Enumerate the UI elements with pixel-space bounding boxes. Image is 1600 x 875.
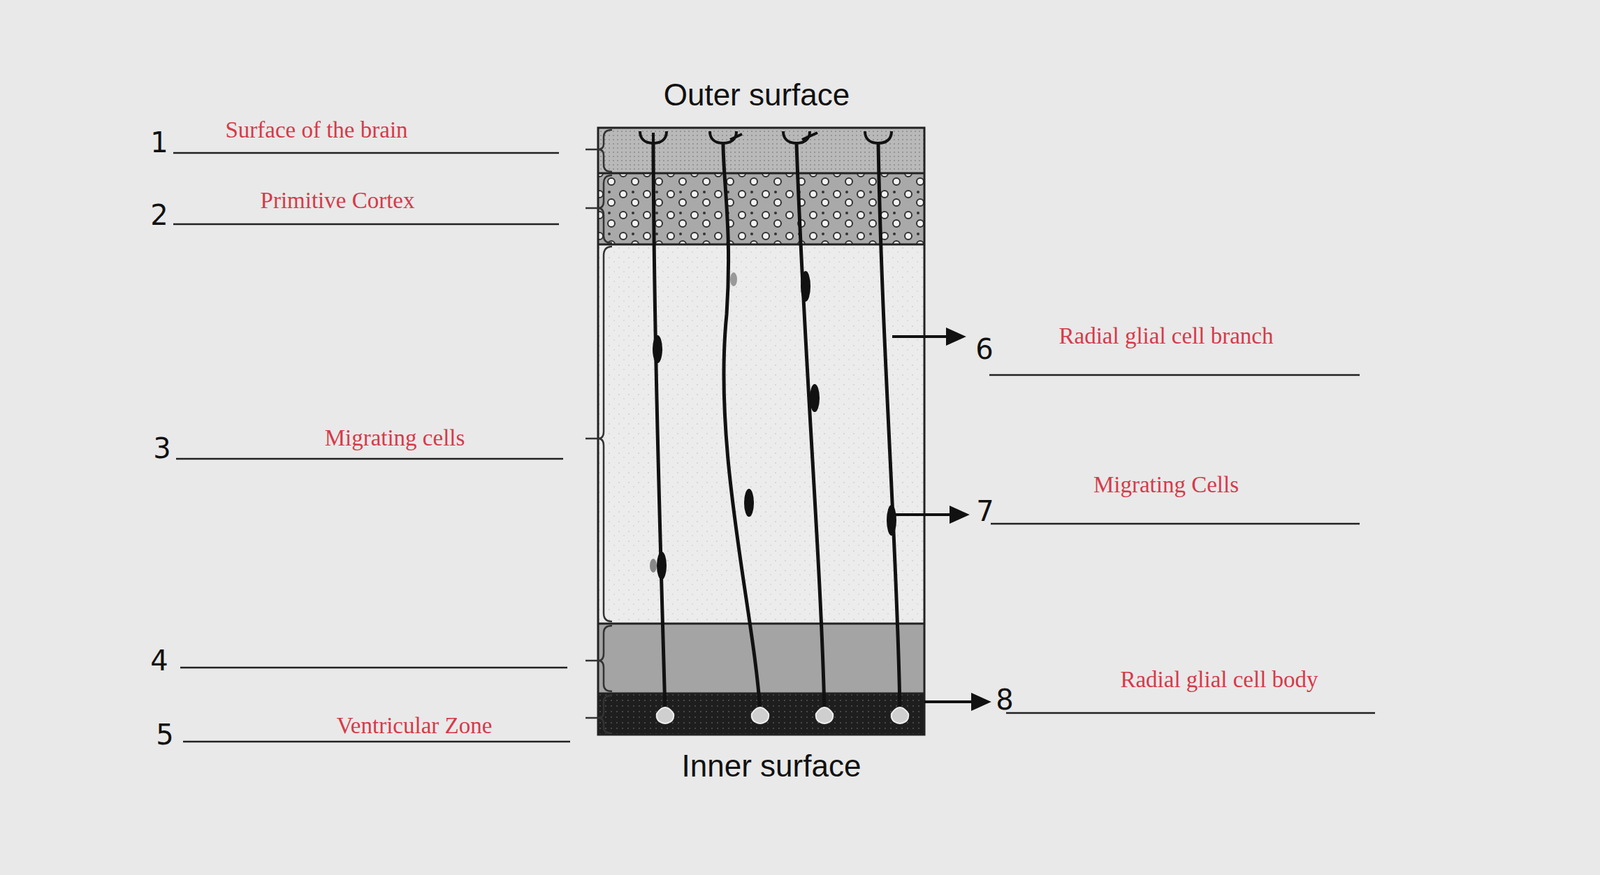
callout-number: 7 bbox=[976, 495, 994, 528]
callout-number: 4 bbox=[150, 644, 168, 678]
callout-number: 5 bbox=[155, 718, 174, 752]
glial-cell-bodies bbox=[656, 707, 909, 724]
answer-text: Primitive Cortex bbox=[260, 187, 416, 215]
answer-text: Migrating cells bbox=[324, 425, 466, 453]
answer-text: Radial glial cell body bbox=[1100, 667, 1338, 694]
answer-text: Ventricular Zone bbox=[336, 713, 493, 740]
glial-endfeet bbox=[640, 131, 892, 144]
layer-brackets bbox=[585, 129, 613, 734]
migrating-cells bbox=[649, 271, 897, 580]
answer-text: Migrating Cells bbox=[1093, 472, 1239, 499]
layer-heading: Inner surface bbox=[681, 748, 862, 785]
answer-text: Radial glial cell branch bbox=[1059, 323, 1274, 351]
callout-number: 1 bbox=[150, 126, 168, 159]
callout-number: 2 bbox=[150, 199, 168, 232]
callout-arrows bbox=[892, 329, 988, 710]
radial-glial-fibers bbox=[653, 143, 900, 713]
callout-number: 3 bbox=[153, 432, 171, 465]
layers bbox=[598, 127, 925, 736]
layer-heading: Outer surface bbox=[663, 77, 851, 114]
callout-number: 6 bbox=[975, 333, 993, 366]
answer-lines bbox=[173, 153, 1376, 743]
answer-text: Surface of the brain bbox=[224, 117, 408, 144]
callout-number: 8 bbox=[995, 684, 1014, 717]
